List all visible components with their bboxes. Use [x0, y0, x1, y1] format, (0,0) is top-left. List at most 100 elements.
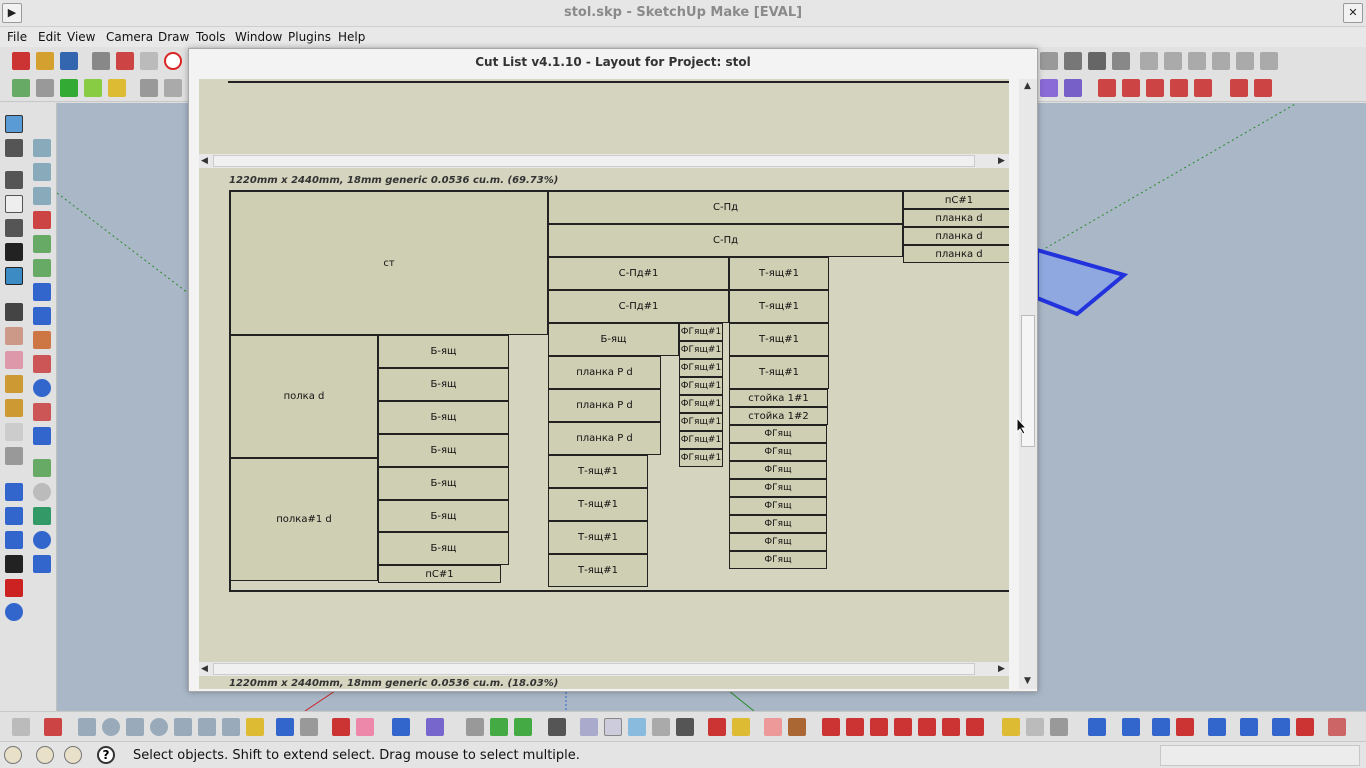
follow-me-icon[interactable] — [466, 718, 484, 736]
measurements-box[interactable] — [1160, 745, 1360, 766]
scroll-thumb[interactable] — [213, 663, 975, 675]
scroll-up-icon[interactable]: ▲ — [1024, 81, 1031, 91]
menu-help[interactable]: Help — [338, 30, 366, 44]
part-piece[interactable]: Б-ящ — [378, 401, 509, 434]
walk-icon[interactable] — [1088, 52, 1106, 70]
arrow-x-icon[interactable] — [942, 718, 960, 736]
hook-icon[interactable] — [33, 403, 51, 421]
copy-icon[interactable] — [116, 52, 134, 70]
section-c-icon[interactable] — [1146, 79, 1164, 97]
section-d-icon[interactable] — [1170, 79, 1188, 97]
part-piece[interactable]: С-Пд#1 — [548, 257, 729, 290]
snowflake-icon[interactable] — [628, 718, 646, 736]
menu-camera[interactable]: Camera — [106, 30, 154, 44]
stack-icon[interactable] — [108, 79, 126, 97]
close-window-button[interactable]: ✕ — [1343, 3, 1363, 23]
link-icon[interactable] — [276, 718, 294, 736]
part-piece[interactable]: стойка 1#2 — [729, 407, 828, 425]
part-piece[interactable]: ФГящ — [729, 497, 827, 515]
offset-icon[interactable] — [36, 79, 54, 97]
part-piece[interactable]: ФГящ — [729, 425, 827, 443]
bucket-icon[interactable] — [490, 718, 508, 736]
save-icon[interactable] — [60, 52, 78, 70]
menu-tools[interactable]: Tools — [196, 30, 226, 44]
measure-icon[interactable] — [300, 718, 318, 736]
box3d-b-icon[interactable] — [1026, 718, 1044, 736]
top-view-icon[interactable] — [1164, 52, 1182, 70]
bub-icon[interactable] — [5, 531, 23, 549]
marker-icon[interactable] — [356, 718, 374, 736]
iso-view-icon[interactable] — [1140, 52, 1158, 70]
help-tool-icon[interactable] — [5, 603, 23, 621]
account-icon[interactable] — [64, 746, 82, 764]
protractor-icon[interactable] — [5, 351, 23, 369]
part-piece[interactable]: ФГящ#1 — [679, 413, 723, 431]
vertical-scroll-thumb[interactable] — [1021, 315, 1035, 447]
arrow-a-icon[interactable] — [822, 718, 840, 736]
open-icon[interactable] — [36, 52, 54, 70]
part-piece[interactable]: стойка 1#1 — [729, 389, 828, 407]
ruler-icon[interactable] — [1208, 718, 1226, 736]
arc4-icon[interactable] — [33, 283, 51, 301]
part-piece[interactable]: пС#1 — [903, 191, 1009, 209]
cube-icon[interactable] — [514, 718, 532, 736]
part-piece[interactable]: пС#1 — [378, 565, 501, 583]
part-piece[interactable]: планка d — [903, 209, 1009, 227]
brush-icon[interactable] — [548, 718, 566, 736]
scroll-right-icon[interactable]: ▶ — [998, 156, 1005, 166]
fx-icon[interactable] — [392, 718, 410, 736]
right-view-icon[interactable] — [1212, 52, 1230, 70]
pen-icon[interactable] — [44, 718, 62, 736]
flame-icon[interactable] — [732, 718, 750, 736]
parallelogram-icon[interactable] — [174, 718, 192, 736]
curve-icon[interactable] — [33, 139, 51, 157]
part-piece[interactable]: ФГящ#1 — [679, 359, 723, 377]
part-piece[interactable]: ФГящ — [729, 551, 827, 569]
position-camera-icon[interactable] — [1112, 52, 1130, 70]
bulge-icon[interactable] — [222, 718, 240, 736]
spiral-icon[interactable] — [33, 379, 51, 397]
left-view-icon[interactable] — [1260, 52, 1278, 70]
pan-icon[interactable] — [5, 447, 23, 465]
part-piece[interactable]: Т-ящ#1 — [729, 356, 829, 389]
mesh-icon[interactable] — [84, 79, 102, 97]
arrow-n-icon[interactable] — [918, 718, 936, 736]
split-icon[interactable] — [1254, 79, 1272, 97]
section-b-icon[interactable] — [1122, 79, 1140, 97]
part-piece[interactable]: Б-ящ — [378, 434, 509, 467]
menu-window[interactable]: Window — [235, 30, 283, 44]
part-piece[interactable]: Т-ящ#1 — [548, 554, 648, 587]
box3d-c-icon[interactable] — [1050, 718, 1068, 736]
sheet-horizontal-scrollbar[interactable]: ◀ ▶ — [199, 154, 1009, 168]
scroll-thumb[interactable] — [213, 155, 975, 167]
highlighter-icon[interactable] — [246, 718, 264, 736]
skin-icon[interactable] — [5, 483, 23, 501]
eraser-icon[interactable] — [140, 79, 158, 97]
menu-plugins[interactable]: Plugins — [288, 30, 331, 44]
part-piece[interactable]: Б-ящ — [378, 368, 509, 401]
part-piece[interactable]: ст — [230, 191, 548, 335]
cut-icon[interactable] — [92, 52, 110, 70]
part-piece[interactable]: ФГящ#1 — [679, 323, 723, 341]
arrow-f-icon[interactable] — [966, 718, 984, 736]
spline-icon[interactable] — [33, 235, 51, 253]
section-e-icon[interactable] — [1194, 79, 1212, 97]
part-piece[interactable]: ФГящ — [729, 533, 827, 551]
axes-icon[interactable] — [5, 399, 23, 417]
make-component-icon[interactable] — [5, 139, 23, 157]
part-piece[interactable]: Т-ящ#1 — [548, 455, 648, 488]
polyline-icon[interactable] — [33, 187, 51, 205]
circle-icon[interactable] — [33, 483, 51, 501]
grid-icon[interactable] — [60, 79, 78, 97]
scroll-left-icon[interactable]: ◀ — [201, 156, 208, 166]
menu-view[interactable]: View — [67, 30, 96, 44]
part-piece[interactable]: ФГящ#1 — [679, 395, 723, 413]
updown-red-icon[interactable] — [1176, 718, 1194, 736]
shape2-icon[interactable] — [102, 718, 120, 736]
shape3-icon[interactable] — [126, 718, 144, 736]
eraser2-icon[interactable] — [764, 718, 782, 736]
bezier-icon[interactable] — [33, 163, 51, 181]
scroll-right-icon[interactable]: ▶ — [998, 664, 1005, 674]
window-menu-button[interactable]: ▶ — [2, 3, 22, 23]
part-piece[interactable]: С-Пд — [548, 191, 903, 224]
